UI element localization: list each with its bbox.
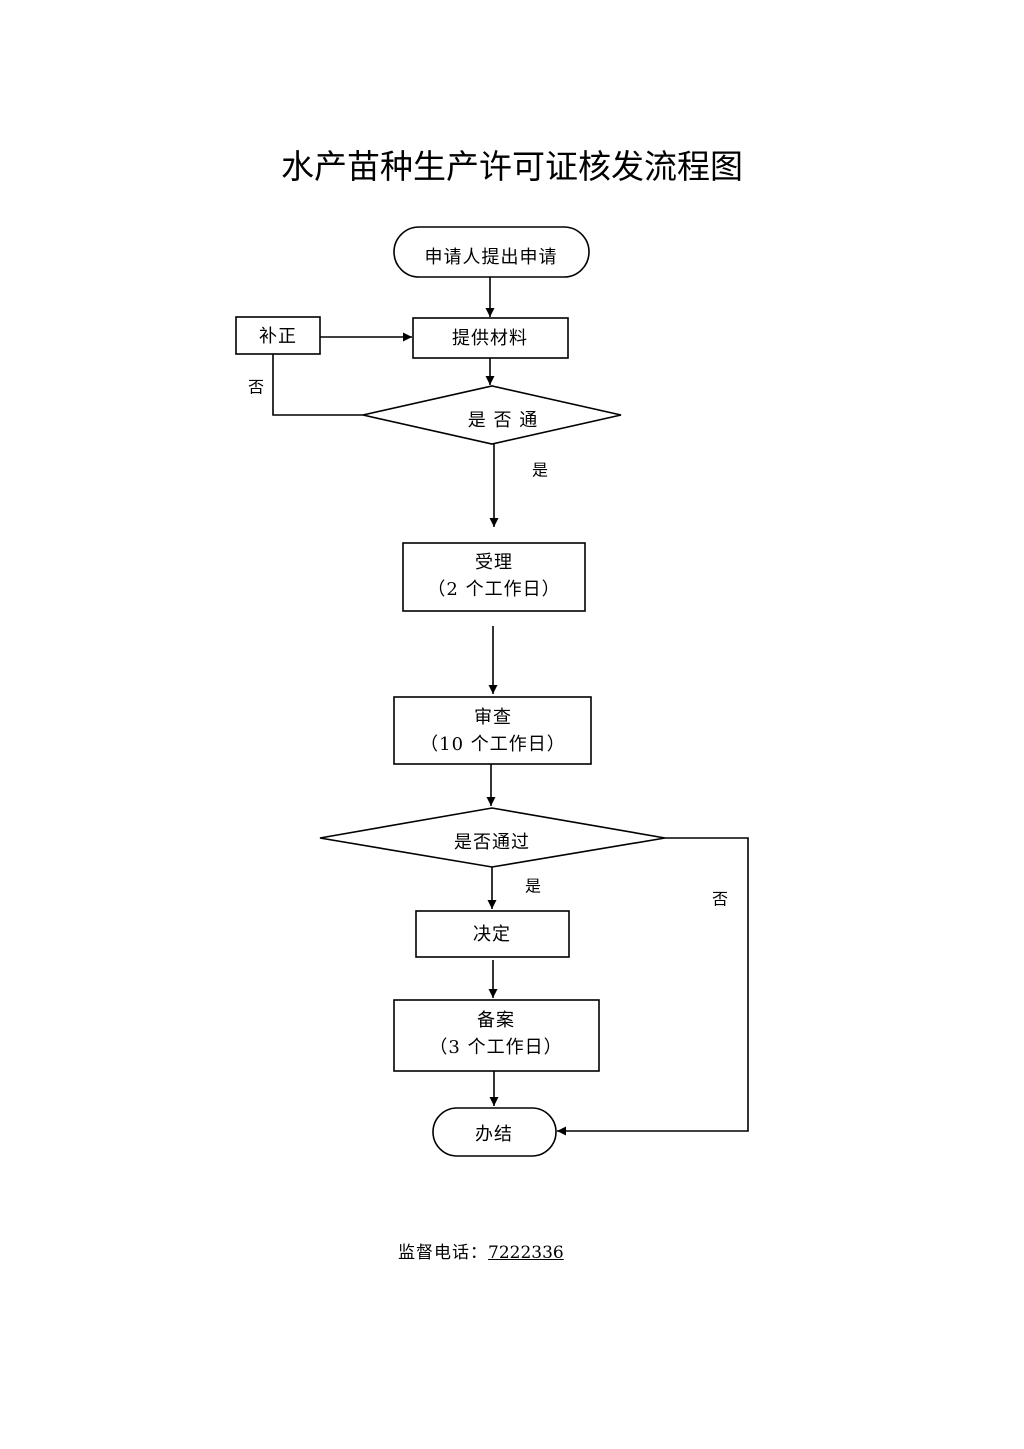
check1-no-label: 否 — [248, 378, 264, 397]
accept-node — [402, 542, 586, 612]
edge-check1-no — [272, 354, 363, 416]
footer: 监督电话：7222336 — [398, 1238, 564, 1263]
check2-no-label: 否 — [712, 890, 728, 909]
accept-label: 受理 — [475, 552, 513, 573]
finish-label: 办结 — [475, 1124, 513, 1145]
supplement-node — [235, 316, 321, 355]
apply-label: 申请人提出申请 — [425, 247, 558, 268]
page-title: 水产苗种生产许可证核发流程图 — [281, 147, 743, 186]
supervision-phone-number: 7222336 — [488, 1243, 564, 1263]
review-days-label: （10 个工作日） — [420, 734, 566, 755]
check1-diamond — [362, 385, 622, 445]
finish-node — [432, 1107, 557, 1157]
supplement-label: 补正 — [259, 326, 297, 347]
check2-label: 是否通过 — [454, 832, 530, 853]
accept-days-label: （2 个工作日） — [427, 579, 560, 600]
apply-node — [393, 226, 590, 278]
review-node — [393, 696, 592, 765]
filing-label: 备案 — [477, 1010, 515, 1031]
review-label: 审查 — [474, 707, 512, 728]
filing-days-label: （3 个工作日） — [429, 1037, 562, 1058]
filing-node — [393, 999, 600, 1072]
check1-yes-label: 是 — [532, 461, 548, 480]
supervision-phone-label: 监督电话： — [398, 1243, 488, 1263]
check2-yes-label: 是 — [525, 877, 541, 896]
decision-label: 决定 — [473, 924, 511, 945]
check1-label: 是 否 通 — [468, 410, 538, 431]
materials-label: 提供材料 — [452, 328, 528, 349]
decision-node — [415, 910, 570, 958]
edge-check2-no — [557, 837, 749, 1136]
